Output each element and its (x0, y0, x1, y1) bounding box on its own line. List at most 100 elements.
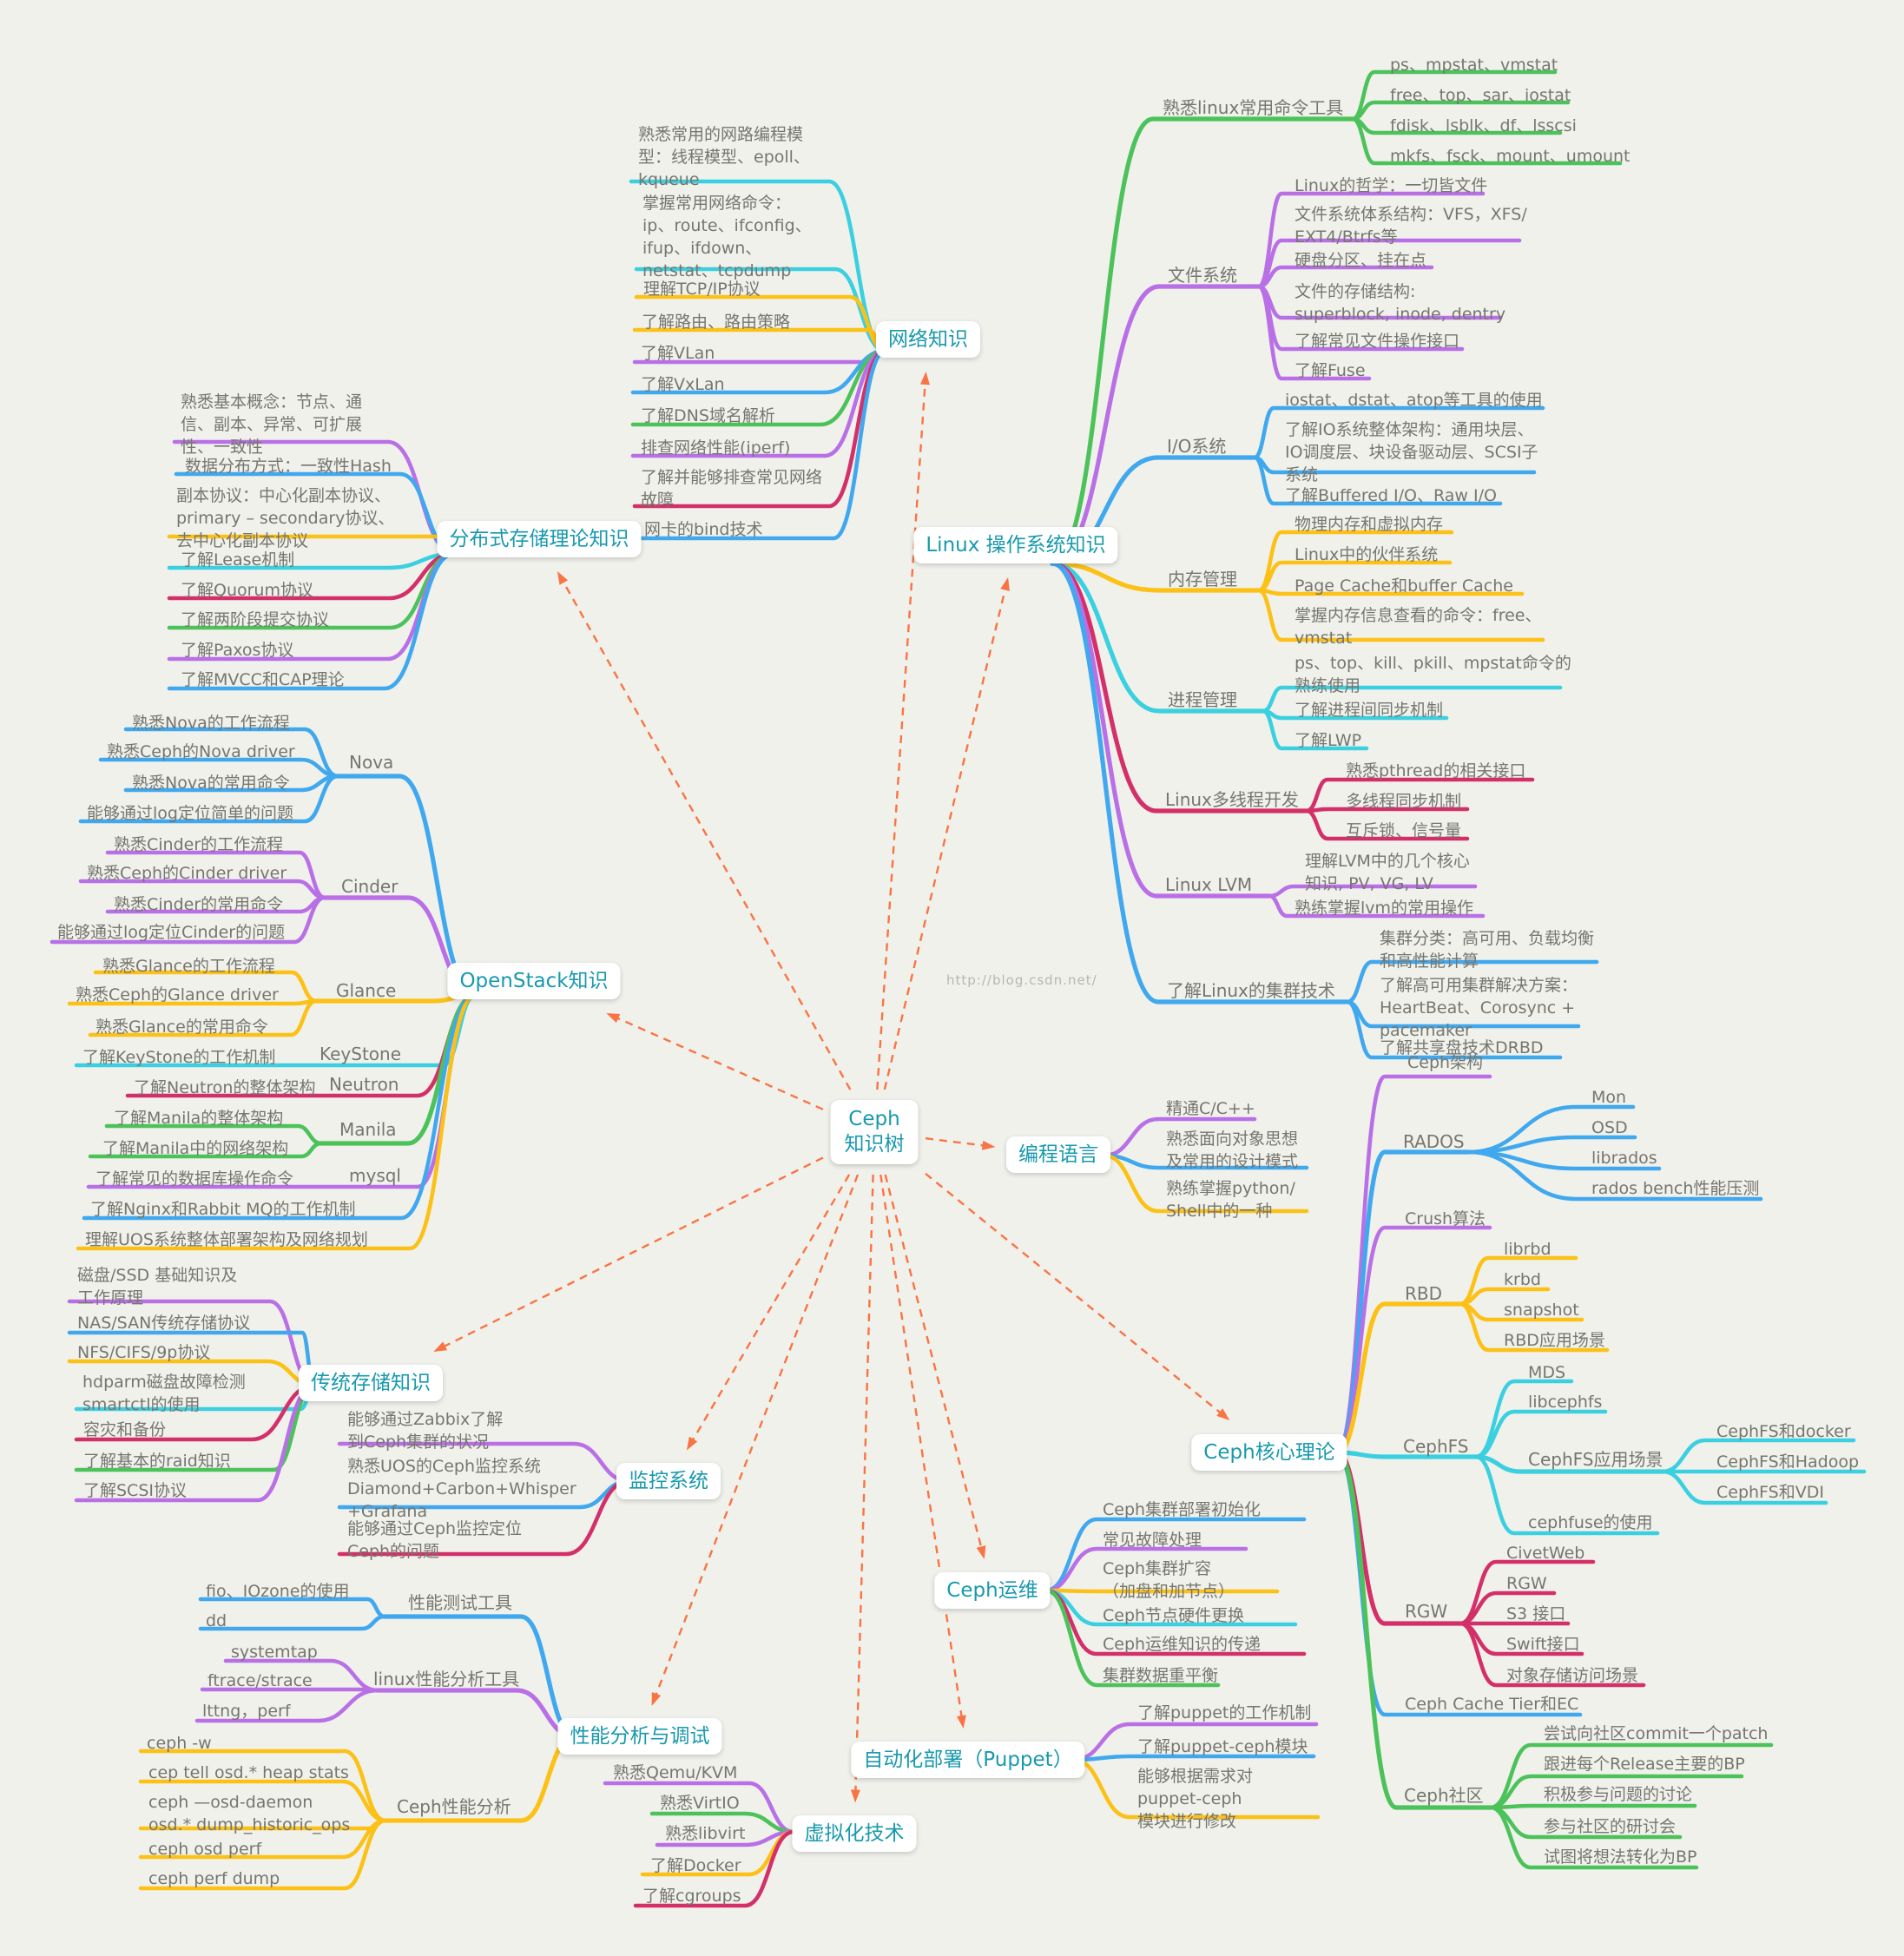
topic-node[interactable]: 传统存储知识 (299, 1365, 443, 1401)
leaf-label[interactable]: cep tell osd.* heap stats (148, 1763, 349, 1782)
leaf-label[interactable]: 熟悉Ceph的Nova driver (107, 742, 295, 761)
topic-node[interactable]: 监控系统 (616, 1463, 721, 1499)
leaf-label[interactable]: 副本协议：中心化副本协议、 primary – secondary协议、 去中心… (176, 486, 395, 550)
leaf-label[interactable]: 熟悉Nova的常用命令 (132, 774, 290, 793)
leaf-label[interactable]: 了解DNS域名解析 (641, 406, 775, 425)
leaf-label[interactable]: 熟悉Nova的工作流程 (132, 714, 290, 733)
topic-node[interactable]: 虚拟化技术 (792, 1815, 917, 1852)
leaf-label[interactable]: 参与社区的研讨会 (1544, 1817, 1677, 1836)
leaf-label[interactable]: 了解Manila中的网络架构 (102, 1139, 289, 1158)
leaf-label[interactable]: 了解SCSI协议 (83, 1481, 187, 1500)
leaf-label[interactable]: MDS (1528, 1363, 1566, 1382)
subtopic-label[interactable]: Linux多线程开发 (1165, 789, 1299, 810)
subtopic-label[interactable]: 文件系统 (1168, 265, 1237, 286)
leaf-label[interactable]: Ceph集群扩容 （加盘和加节点） (1103, 1559, 1235, 1601)
subtopic-label[interactable]: Nova (349, 752, 394, 773)
leaf-label[interactable]: 集群数据重平衡 (1103, 1666, 1219, 1685)
leaf-label[interactable]: 数据分布方式：一致性Hash (185, 457, 392, 476)
leaf-label[interactable]: 了解IO系统整体架构：通用块层、 IO调度层、块设备驱动层、SCSI子 系统 (1285, 420, 1538, 484)
leaf-label[interactable]: 了解基本的raid知识 (83, 1452, 231, 1471)
leaf-label[interactable]: systemtap (231, 1643, 318, 1662)
subtopic-label[interactable]: Cinder (341, 876, 399, 897)
leaf-label[interactable]: 能够通过log定位简单的问题 (87, 804, 293, 823)
leaf-label[interactable]: ftrace/strace (208, 1671, 313, 1690)
subtopic-label[interactable]: RBD (1405, 1283, 1443, 1304)
leaf-label[interactable]: 能够通过log定位Cinder的问题 (57, 923, 286, 942)
leaf-label[interactable]: 了解Quorum协议 (181, 581, 313, 600)
leaf-label[interactable]: 熟悉VirtIO (660, 1794, 740, 1813)
topic-node[interactable]: Ceph核心理论 (1191, 1434, 1347, 1471)
leaf-label[interactable]: 熟悉Glance的常用命令 (96, 1018, 268, 1037)
leaf-label[interactable]: libcephfs (1528, 1393, 1603, 1412)
leaf-label[interactable]: Ceph Cache Tier和EC (1405, 1695, 1579, 1714)
leaf-label[interactable]: 能够通过Ceph监控定位 Ceph的问题 (347, 1519, 523, 1561)
leaf-label[interactable]: 集群分类：高可用、负载均衡 和高性能计算 (1380, 929, 1595, 971)
leaf-label[interactable]: 磁盘/SSD 基础知识及 工作原理 (77, 1266, 238, 1307)
leaf-label[interactable]: librbd (1504, 1240, 1552, 1259)
leaf-label[interactable]: 了解常见的数据库操作命令 (96, 1169, 294, 1189)
leaf-label[interactable]: S3 接口 (1506, 1604, 1566, 1623)
leaf-label[interactable]: 跟进每个Release主要的BP (1544, 1755, 1745, 1774)
leaf-label[interactable]: ceph perf dump (148, 1869, 280, 1888)
topic-node[interactable]: Ceph运维 (934, 1572, 1051, 1609)
leaf-label[interactable]: 熟悉libvirt (665, 1824, 746, 1843)
leaf-label[interactable]: free、top、sar、iostat (1390, 86, 1571, 105)
topic-node[interactable]: 分布式存储理论知识 (437, 521, 642, 557)
subtopic-label[interactable]: mysql (349, 1165, 401, 1186)
leaf-label[interactable]: 了解高可用集群解决方案： HeartBeat、Corosync + pacema… (1380, 976, 1578, 1040)
leaf-label[interactable]: 了解VLan (641, 344, 715, 363)
leaf-label[interactable]: fio、IOzone的使用 (206, 1582, 350, 1601)
leaf-label[interactable]: 了解KeyStone的工作机制 (82, 1048, 276, 1067)
subtopic-label[interactable]: linux性能分析工具 (373, 1669, 520, 1689)
subtopic-label[interactable]: 了解Linux的集群技术 (1167, 980, 1335, 1001)
leaf-label[interactable]: Crush算法 (1405, 1209, 1486, 1228)
leaf-label[interactable]: 理解TCP/IP协议 (643, 280, 761, 299)
leaf-label[interactable]: 尝试向社区commit一个patch (1544, 1724, 1769, 1743)
leaf-label[interactable]: 常见故障处理 (1103, 1531, 1202, 1550)
leaf-label[interactable]: 了解进程间同步机制 (1295, 701, 1444, 720)
leaf-label[interactable]: RGW (1506, 1574, 1547, 1593)
leaf-label[interactable]: 了解Paxos协议 (181, 641, 294, 660)
leaf-label[interactable]: snapshot (1504, 1301, 1579, 1320)
leaf-label[interactable]: 试图将想法转化为BP (1544, 1847, 1697, 1867)
leaf-label[interactable]: ceph —osd-daemon osd.* dump_historic_ops (148, 1793, 351, 1834)
leaf-label[interactable]: 了解Neutron的整体架构 (134, 1078, 316, 1097)
leaf-label[interactable]: lttng，perf (202, 1702, 291, 1721)
subtopic-label[interactable]: Ceph性能分析 (397, 1796, 511, 1817)
topic-node[interactable]: OpenStack知识 (447, 963, 621, 999)
leaf-label[interactable]: 了解并能够排查常见网络 故障 (641, 468, 823, 510)
leaf-label[interactable]: Ceph集群部署初始化 (1103, 1500, 1262, 1519)
leaf-label[interactable]: 熟练掌握lvm的常用操作 (1295, 899, 1474, 918)
subtopic-label[interactable]: 内存管理 (1168, 569, 1237, 589)
subtopic-label[interactable]: I/O系统 (1167, 436, 1227, 457)
topic-node[interactable]: 网络知识 (876, 321, 980, 358)
leaf-label[interactable]: 掌握常用网络命令： ip、route、ifconfig、 ifup、ifdown… (642, 194, 812, 280)
leaf-label[interactable]: ceph osd perf (148, 1840, 262, 1859)
leaf-label[interactable]: Linux中的伙伴系统 (1295, 545, 1439, 564)
leaf-label[interactable]: 了解Docker (650, 1856, 741, 1875)
leaf-label[interactable]: 排查网络性能(iperf) (641, 438, 791, 458)
center-node[interactable]: Ceph 知识树 (830, 1100, 919, 1164)
leaf-label[interactable]: 了解共享盘技术DRBD (1380, 1038, 1544, 1057)
leaf-label[interactable]: 了解Buffered I/O、Raw I/O (1285, 486, 1497, 505)
leaf-label[interactable]: 了解路由、路由策略 (642, 313, 791, 332)
leaf-label[interactable]: librados (1591, 1149, 1657, 1168)
leaf-label[interactable]: 了解Nginx和Rabbit MQ的工作机制 (90, 1200, 356, 1219)
topic-node[interactable]: Linux 操作系统知识 (913, 527, 1118, 563)
leaf-label[interactable]: 掌握内存信息查看的命令：free、 vmstat (1295, 606, 1542, 648)
leaf-label[interactable]: CephFS和docker (1716, 1422, 1851, 1441)
subtopic-label[interactable]: Neutron (329, 1074, 399, 1095)
subtopic-label[interactable]: Ceph社区 (1404, 1785, 1484, 1806)
leaf-label[interactable]: Ceph架构 (1407, 1053, 1484, 1072)
leaf-label[interactable]: 硬盘分区、挂在点 (1295, 251, 1427, 270)
leaf-label[interactable]: fdisk、lsblk、df、lsscsi (1390, 116, 1577, 135)
leaf-label[interactable]: 熟悉Qemu/KVM (613, 1763, 738, 1782)
leaf-label[interactable]: 了解MVCC和CAP理论 (181, 670, 345, 689)
leaf-label[interactable]: ps、top、kill、pkill、mpstat命令的 熟练使用 (1295, 654, 1571, 695)
leaf-label[interactable]: 熟练掌握python/ Shell中的一种 (1166, 1179, 1295, 1221)
leaf-label[interactable]: 积极参与问题的讨论 (1544, 1785, 1693, 1804)
leaf-label[interactable]: 熟悉面向对象思想 及常用的设计模式 (1166, 1129, 1299, 1171)
leaf-label[interactable]: 熟悉Cinder的工作流程 (114, 835, 284, 854)
leaf-label[interactable]: 了解VxLan (641, 375, 725, 394)
subtopic-label[interactable]: 进程管理 (1168, 689, 1237, 710)
